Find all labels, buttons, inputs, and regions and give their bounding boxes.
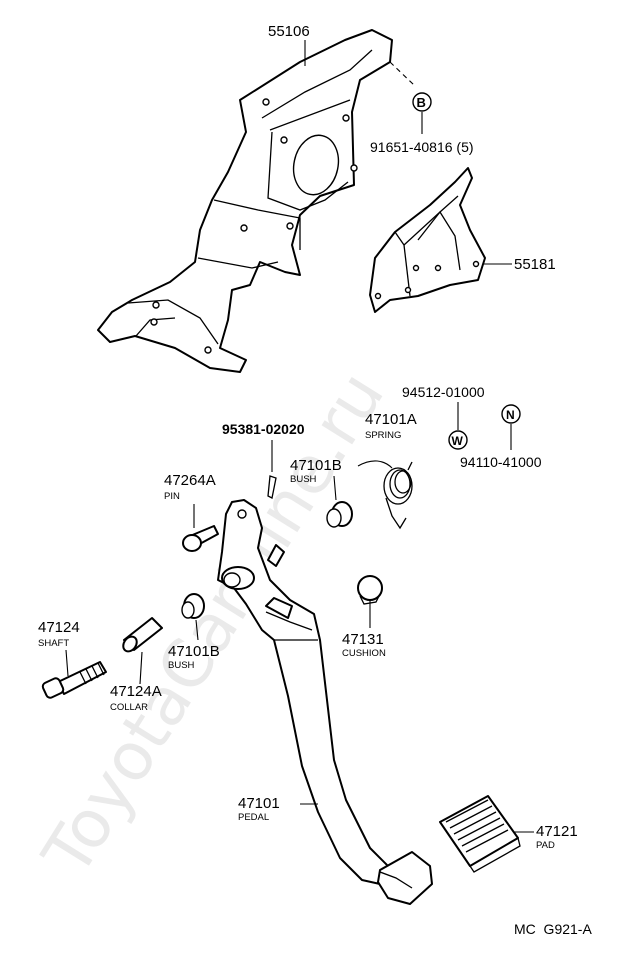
label-nut-94512: 94512-01000 (402, 384, 485, 400)
shaft-47124[interactable] (41, 661, 107, 699)
label-shaft-47124: 47124 (38, 619, 80, 636)
figure-code: MC G921-A (514, 921, 592, 937)
label-bolt-91651: 91651-40816 (5) (370, 139, 474, 155)
pin-47264a[interactable] (182, 525, 219, 552)
spring-47101a[interactable] (383, 461, 413, 530)
bolt-b-letter: B (417, 95, 426, 110)
collar-47124a[interactable] (120, 617, 163, 654)
nut-n-symbol[interactable]: N (501, 404, 521, 424)
leader-shaft (65, 649, 69, 677)
sub-shaft: SHAFT (38, 638, 69, 649)
sub-pad: PAD (536, 840, 555, 851)
cushion-47131[interactable] (357, 575, 383, 605)
bush-lower-47101b[interactable] (181, 593, 205, 619)
nut-w-letter: W (452, 434, 464, 448)
nut-w-symbol[interactable]: W (448, 430, 468, 450)
label-collar-47124a: 47124A (110, 683, 162, 700)
label-brace-55181: 55181 (514, 256, 556, 273)
leader-bush-lower (195, 619, 199, 641)
label-pin-47264a: 47264A (164, 472, 216, 489)
sub-spring: SPRING (365, 430, 401, 441)
sub-pedal: PEDAL (238, 812, 269, 823)
label-pad-47121: 47121 (536, 823, 578, 840)
label-nut-94110: 94110-41000 (460, 454, 542, 470)
cotter-pin-95381[interactable] (267, 475, 277, 499)
sub-collar: COLLAR (110, 702, 148, 713)
sub-cushion: CUSHION (342, 648, 386, 659)
sub-bush-lower: BUSH (168, 660, 195, 671)
nut-n-letter: N (506, 408, 515, 422)
pad-47121[interactable] (439, 795, 521, 873)
label-bracket-55106: 55106 (268, 23, 310, 40)
bush-upper-47101b[interactable] (326, 501, 353, 528)
label-spring-47101a: 47101A (365, 411, 417, 428)
dashed-link-bolt (389, 61, 416, 87)
label-bush-upper: 47101B (290, 457, 342, 474)
pedal-47101[interactable] (217, 499, 433, 905)
bracket-55106[interactable] (97, 29, 393, 373)
bolt-b-symbol[interactable]: B (412, 92, 432, 112)
sub-bush-upper: BUSH (290, 474, 317, 485)
label-cotter-pin-95381: 95381-02020 (222, 421, 305, 437)
sub-pin: PIN (164, 491, 180, 502)
leader-spring (357, 460, 393, 469)
label-cushion-47131: 47131 (342, 631, 384, 648)
leader-collar (139, 651, 143, 685)
brace-55181[interactable] (369, 167, 486, 313)
label-bush-lower: 47101B (168, 643, 220, 660)
leader-bush-upper (333, 475, 337, 501)
label-pedal-47101: 47101 (238, 795, 280, 812)
